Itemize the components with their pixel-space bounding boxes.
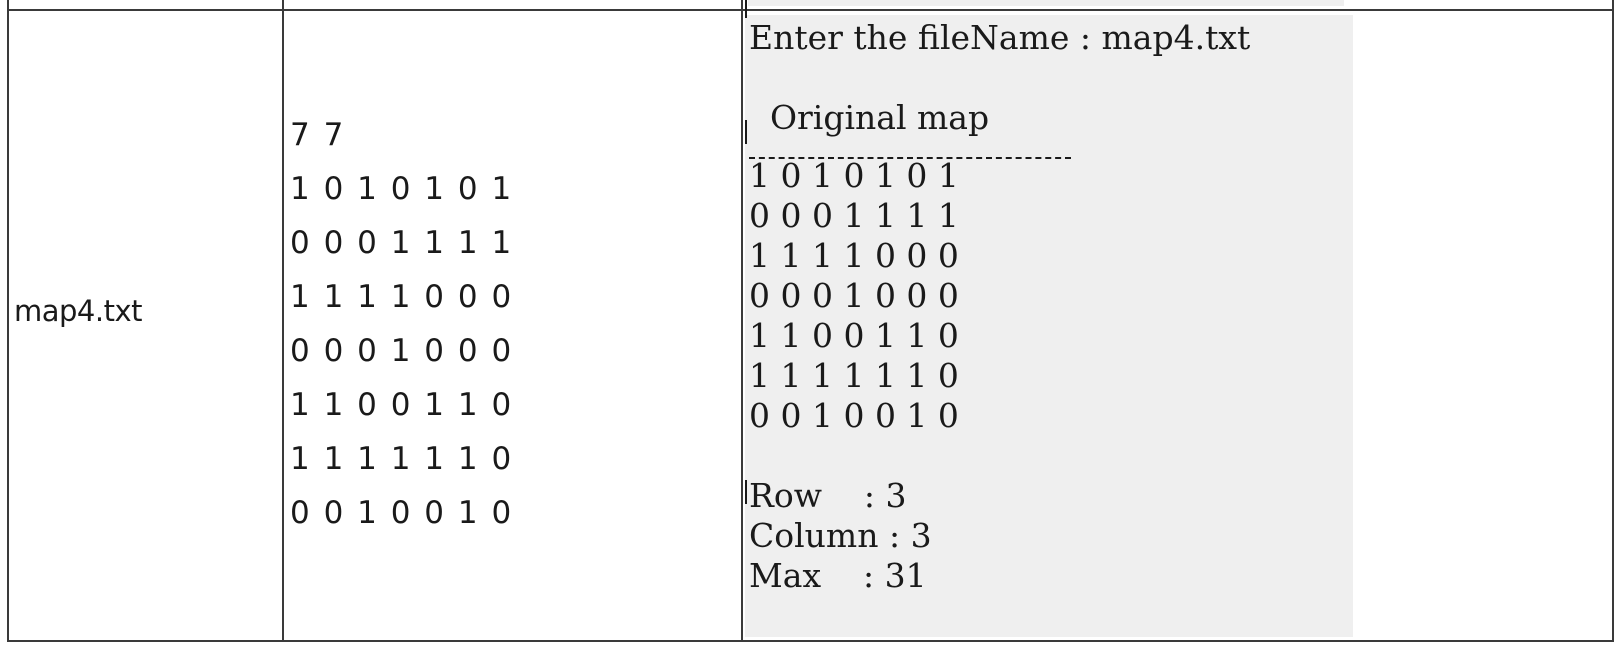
console-map-row: 1 1 1 1 1 1 0 (749, 356, 959, 395)
table-right-border (1612, 0, 1614, 642)
input-line: 1 1 0 0 1 1 0 (290, 387, 514, 423)
input-line: 7 7 (290, 117, 346, 153)
console-output-panel (745, 15, 1353, 637)
console-map-row: 0 0 0 1 1 1 1 (749, 196, 959, 235)
console-heading: Original map (749, 98, 990, 137)
console-map-row: 0 0 0 1 0 0 0 (749, 276, 959, 315)
previous-console-strip (748, 0, 1344, 6)
console-text: Enter the fileName : map4.txt Original m… (749, 18, 1250, 596)
table-left-border (7, 0, 9, 642)
table-bottom-border (7, 640, 1614, 642)
input-line: 0 0 1 0 0 1 0 (290, 495, 514, 531)
console-map-row: 1 1 0 0 1 1 0 (749, 316, 959, 355)
console-left-edge (745, 120, 747, 144)
console-map-row: 1 0 1 0 1 0 1 (749, 156, 959, 195)
filename-cell: map4.txt (14, 294, 143, 328)
input-line: 0 0 0 1 0 0 0 (290, 333, 514, 369)
console-blank (749, 436, 1250, 476)
console-result-column: Column : 3 (749, 516, 932, 555)
console-map-row: 1 1 1 1 0 0 0 (749, 236, 959, 275)
input-map-cell: 7 7 1 0 1 0 1 0 1 0 0 0 1 1 1 1 1 1 1 1 … (290, 108, 513, 540)
input-line: 1 0 1 0 1 0 1 (290, 171, 514, 207)
console-result-max: Max : 31 (749, 556, 927, 595)
input-line: 1 1 1 1 1 1 0 (290, 441, 514, 477)
console-result-row: Row : 3 (749, 476, 907, 515)
input-line: 0 0 0 1 1 1 1 (290, 225, 514, 261)
column-divider-1 (282, 0, 284, 642)
console-prompt: Enter the fileName : map4.txt (749, 18, 1251, 57)
column-divider-2 (741, 0, 743, 642)
console-blank (749, 58, 1250, 98)
console-map-row: 0 0 1 0 0 1 0 (749, 396, 959, 435)
row-divider (7, 9, 1614, 11)
input-line: 1 1 1 1 0 0 0 (290, 279, 514, 315)
console-dashed-divider (749, 157, 1071, 159)
console-left-edge (745, 0, 747, 18)
console-left-edge (745, 480, 747, 504)
